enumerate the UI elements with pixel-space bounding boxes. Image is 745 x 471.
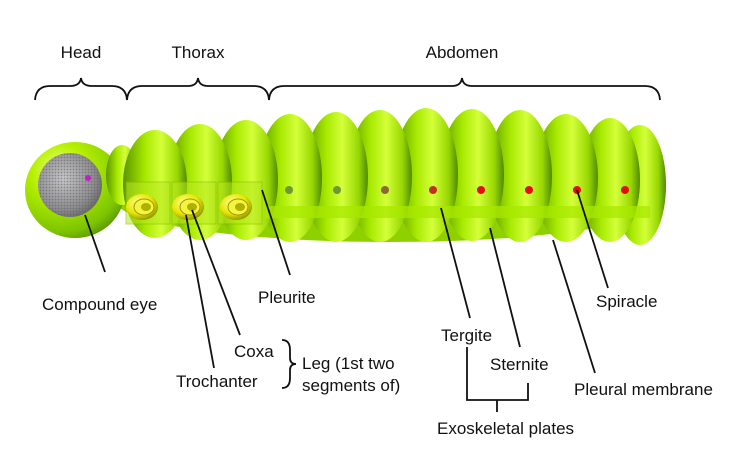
leader-trochanter bbox=[185, 214, 215, 369]
pleural-membrane-strip bbox=[265, 206, 650, 218]
label-compound-eye: Compound eye bbox=[42, 295, 157, 314]
leader-lines bbox=[84, 189, 609, 412]
spiracles bbox=[285, 186, 629, 194]
leg-1 bbox=[126, 194, 158, 220]
thorax-bracket bbox=[126, 77, 270, 101]
spiracle-dot bbox=[477, 186, 485, 194]
spiracle-dot bbox=[381, 186, 389, 194]
caterpillar-body bbox=[25, 108, 666, 245]
spiracle-dot bbox=[333, 186, 341, 194]
label-spiracle: Spiracle bbox=[596, 292, 657, 311]
leg-3 bbox=[220, 194, 252, 220]
thorax-label: Thorax bbox=[172, 43, 225, 62]
label-sternite: Sternite bbox=[490, 355, 549, 374]
label-coxa: Coxa bbox=[234, 342, 274, 361]
spiracle-dot bbox=[525, 186, 533, 194]
head-bracket bbox=[34, 77, 128, 101]
exoskeletal-bracket bbox=[466, 347, 529, 412]
label-tergite: Tergite bbox=[441, 326, 492, 345]
leader-pleurite bbox=[261, 189, 291, 276]
spiracle-dot bbox=[429, 186, 437, 194]
leader-sternite bbox=[489, 227, 521, 348]
label-exoskeletal-plates: Exoskeletal plates bbox=[437, 419, 574, 438]
abdomen-bracket bbox=[268, 77, 661, 101]
leader-compound-eye bbox=[84, 214, 106, 273]
abdomen-label: Abdomen bbox=[426, 43, 499, 62]
leader-coxa bbox=[191, 209, 241, 336]
leader-spiracle bbox=[576, 189, 609, 289]
leg-brace bbox=[281, 339, 297, 389]
label-trochanter: Trochanter bbox=[176, 372, 258, 391]
compound-eye bbox=[38, 153, 102, 217]
label-pleurite: Pleurite bbox=[258, 288, 316, 307]
leader-tergite bbox=[440, 207, 471, 319]
leg-2 bbox=[172, 194, 204, 220]
spiracle-dot bbox=[621, 186, 629, 194]
leader-pleural-membrane bbox=[552, 239, 596, 374]
label-leg-line1: Leg (1st two bbox=[302, 354, 395, 373]
label-leg-line2: segments of) bbox=[302, 376, 400, 395]
head-label: Head bbox=[61, 43, 102, 62]
thoracic-legs bbox=[125, 181, 263, 225]
label-pleural-membrane: Pleural membrane bbox=[574, 380, 713, 399]
spiracle-dot bbox=[285, 186, 293, 194]
